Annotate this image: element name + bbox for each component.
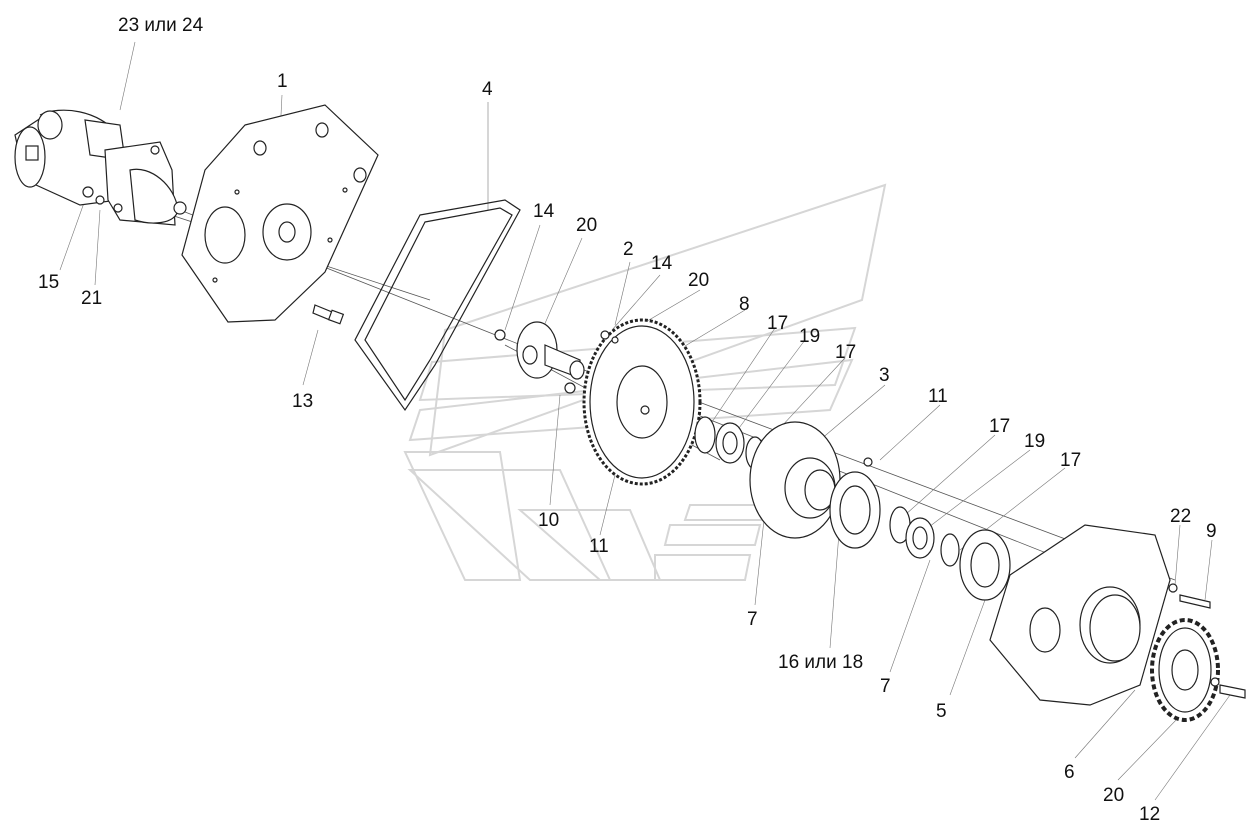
- callout-label: 20: [688, 270, 710, 291]
- callout-label: 11: [589, 536, 609, 557]
- callout-label: 2: [623, 239, 634, 260]
- callout-label: 14: [651, 253, 673, 274]
- callout-label: 17: [989, 416, 1011, 437]
- mounting-plate-1: [181, 104, 379, 323]
- callout-label: 14: [533, 201, 555, 222]
- callout-label: 12: [1139, 804, 1161, 824]
- callout-label: 4: [482, 79, 493, 100]
- gasket-16-18: [959, 529, 1011, 601]
- callout-label: 6: [1064, 762, 1075, 783]
- hub-10: [494, 321, 585, 394]
- callout-label: 8: [739, 294, 750, 315]
- rear-housing-5: [989, 524, 1171, 706]
- bolts-9-12: [1168, 583, 1246, 699]
- ring-bearing-set-2: [889, 506, 960, 567]
- callout-label: 17: [835, 342, 857, 363]
- callout-label: 16 или 18: [778, 652, 864, 673]
- callout-label: 1: [277, 71, 288, 92]
- bolt-13: [312, 304, 345, 325]
- callout-label: 10: [538, 510, 560, 531]
- callout-label: 21: [81, 288, 103, 309]
- housing-flange-3: [749, 421, 873, 539]
- callout-label: 15: [38, 272, 60, 293]
- callout-label: 20: [576, 215, 598, 236]
- sprocket-6: [1150, 618, 1220, 722]
- callout-label: 7: [880, 676, 891, 697]
- gasket-7: [829, 471, 881, 549]
- flywheel-ring-gear-2: [582, 318, 702, 486]
- callout-label: 23 или 24: [118, 15, 204, 36]
- callout-label: 17: [767, 313, 789, 334]
- gasket-4: [354, 199, 521, 412]
- watermark-logo: [403, 183, 887, 581]
- callout-label: 7: [747, 609, 758, 630]
- callout-label: 19: [799, 326, 821, 347]
- callout-label: 5: [936, 701, 947, 722]
- callout-label: 19: [1024, 431, 1046, 452]
- callout-label: 22: [1170, 506, 1192, 527]
- starter-motor: [14, 109, 187, 226]
- callout-label: 9: [1206, 521, 1217, 542]
- callout-label: 17: [1060, 450, 1082, 471]
- callout-label: 13: [292, 391, 314, 412]
- callout-label: 3: [879, 365, 890, 386]
- callout-label: 20: [1103, 785, 1125, 806]
- callout-label: 11: [928, 386, 948, 407]
